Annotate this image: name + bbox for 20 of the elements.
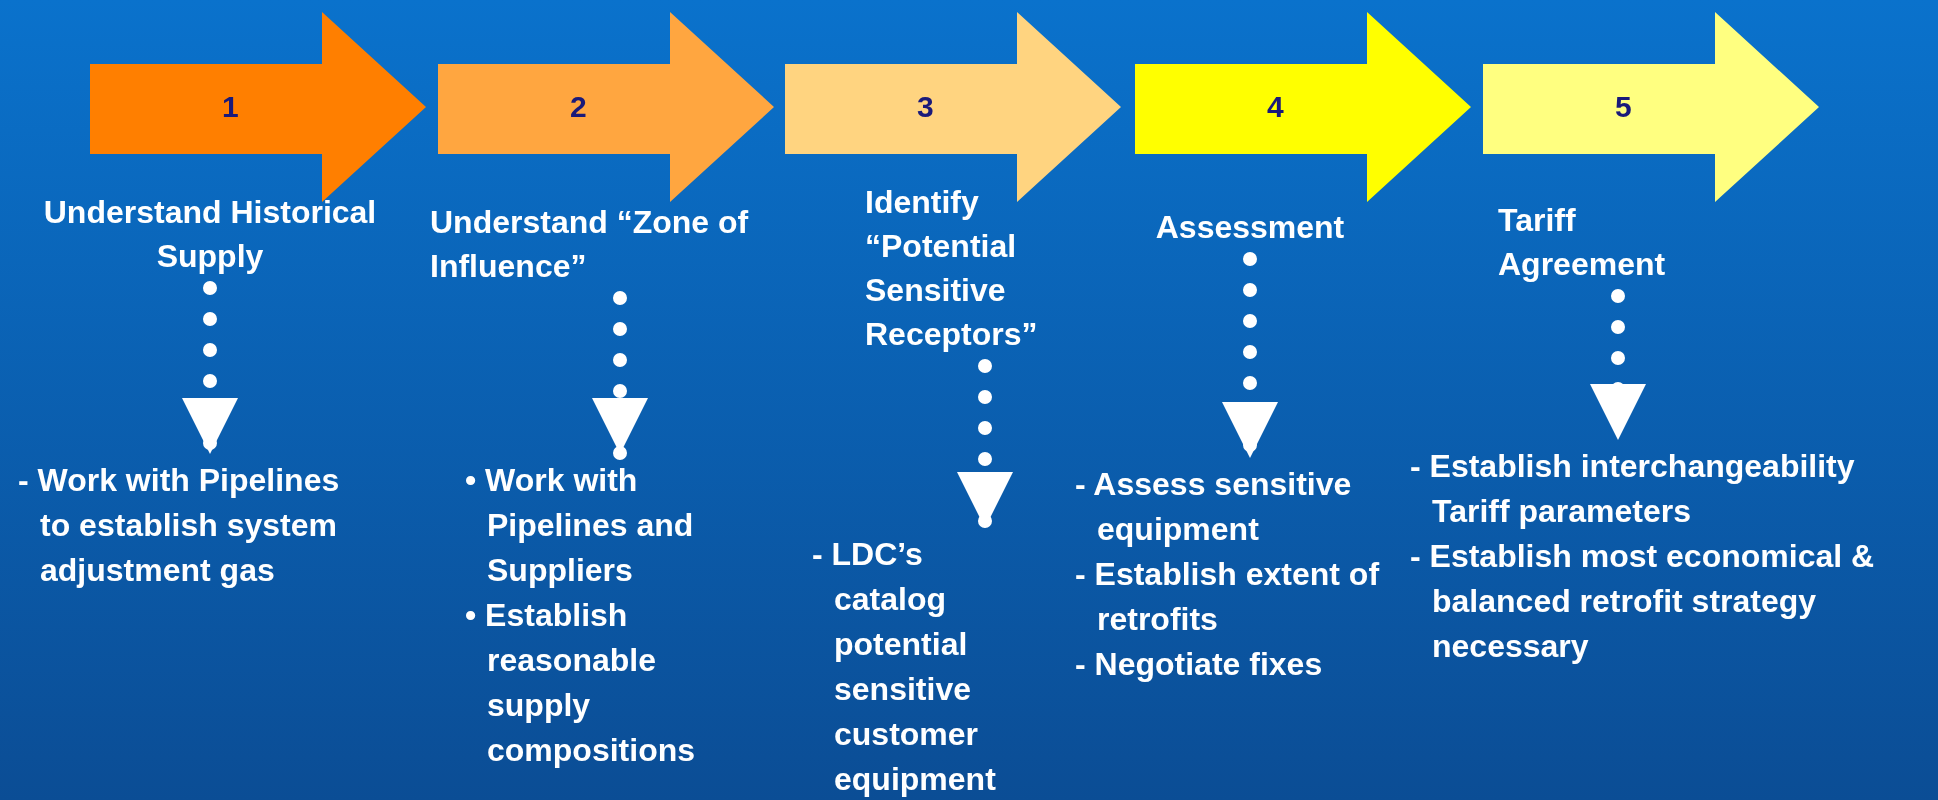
- step-title: Understand “Zone of Influence”: [430, 203, 750, 286]
- step-title: Assessment: [1154, 208, 1346, 247]
- step-note: - Assess sensitive equipment: [1075, 465, 1353, 549]
- step-note: • Establish reasonable supply compositions: [465, 596, 696, 770]
- step-note: - Negotiate fixes: [1075, 645, 1324, 684]
- step-note: - Establish extent of retrofits: [1075, 555, 1381, 639]
- dotted-arrow: [592, 291, 648, 461]
- step-title: Understand Historical Supply: [42, 193, 378, 276]
- step-number: 5: [1615, 92, 1632, 122]
- step-note: - LDC’s catalog potential sensitive customer equipment: [812, 535, 997, 799]
- step-note: - Establish most economical & balanced retrofit strategy necessary: [1410, 537, 1876, 666]
- step-number: 2: [570, 92, 587, 122]
- step-title: Identify “Potential Sensitive Receptors”: [865, 183, 1039, 354]
- step-number: 1: [222, 92, 239, 122]
- step-note: - Work with Pipelines to establish system adjustment gas: [18, 461, 341, 590]
- step-number: 3: [917, 92, 934, 122]
- step-title: Tariff Agreement: [1498, 201, 1667, 284]
- step-note: • Work with Pipelines and Suppliers: [465, 461, 695, 590]
- step-note: - Establish interchangeability Tariff parameters: [1410, 447, 1856, 531]
- step-number: 4: [1267, 92, 1284, 122]
